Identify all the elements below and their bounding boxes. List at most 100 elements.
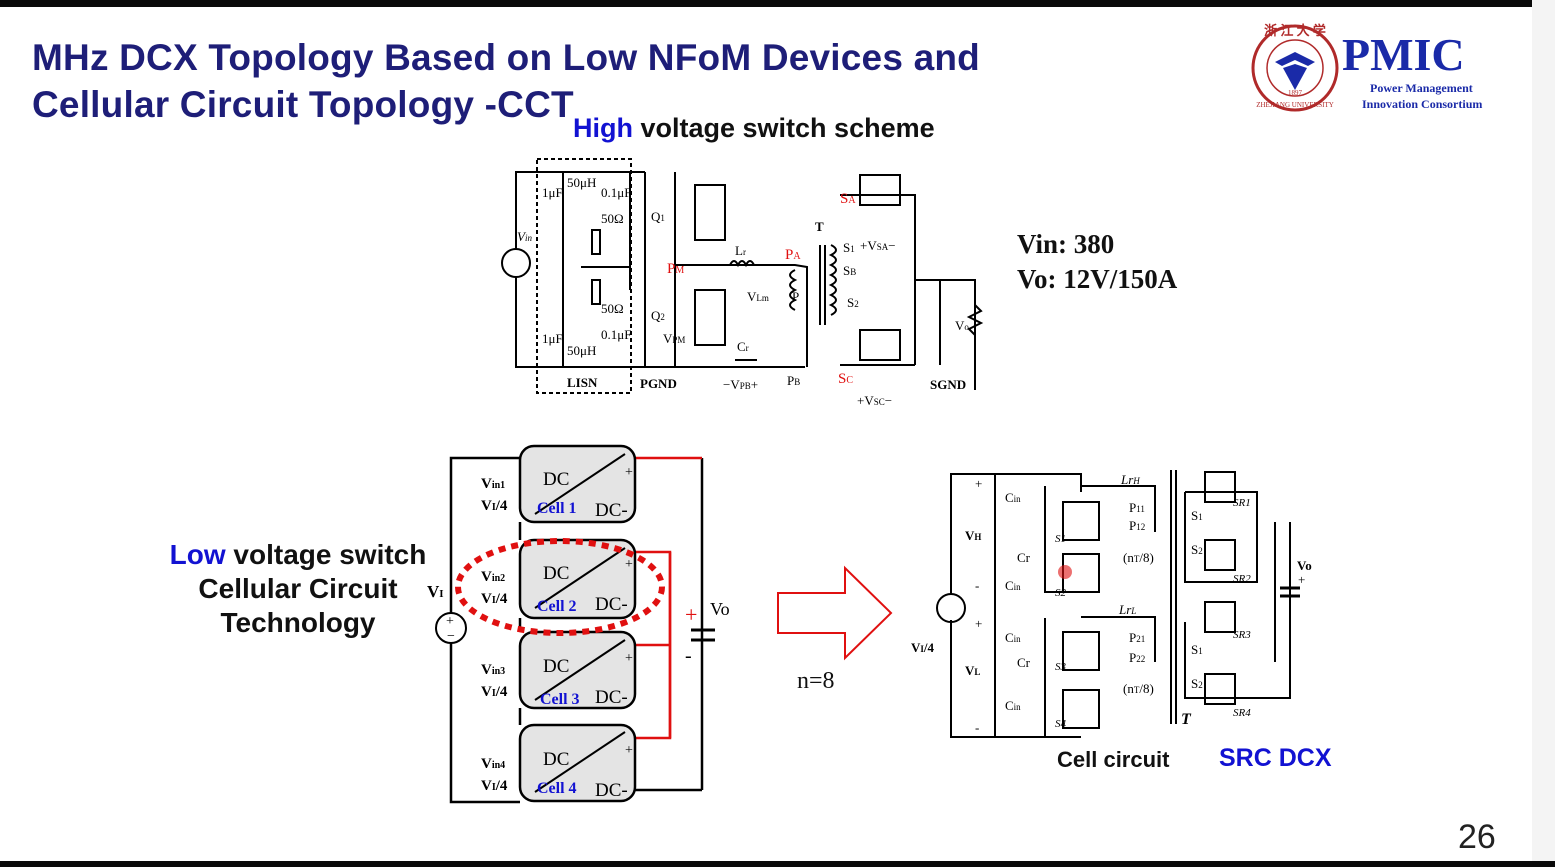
svg-text:Cr: Cr xyxy=(1017,655,1031,670)
svg-text:SA: SA xyxy=(840,191,856,207)
bottom-bar xyxy=(0,861,1555,867)
svg-text:S1: S1 xyxy=(1191,642,1203,657)
svg-text:DC: DC xyxy=(543,563,569,584)
svg-text:VPM: VPM xyxy=(663,331,685,346)
svg-text:Innovation Consortium: Innovation Consortium xyxy=(1362,97,1482,111)
svg-text:50μH: 50μH xyxy=(567,343,596,358)
svg-text:-: - xyxy=(975,720,979,735)
svg-text:S3: S3 xyxy=(1055,661,1067,673)
svg-text:S4: S4 xyxy=(1055,718,1067,730)
high-voltage-heading: High voltage switch scheme xyxy=(573,113,935,143)
svg-text:VI/4: VI/4 xyxy=(911,640,935,655)
svg-text:SR3: SR3 xyxy=(1233,629,1251,641)
svg-text:浙 江 大 学: 浙 江 大 学 xyxy=(1264,23,1326,38)
svg-text:LISN: LISN xyxy=(567,375,598,390)
svg-text:+: + xyxy=(625,743,633,758)
svg-text:50μH: 50μH xyxy=(567,175,596,190)
svg-text:S1: S1 xyxy=(1191,508,1203,523)
svg-text:Lr: Lr xyxy=(735,243,746,258)
svg-text:S1: S1 xyxy=(1055,533,1066,545)
svg-text:S2: S2 xyxy=(1191,542,1203,557)
svg-text:+: + xyxy=(1298,572,1305,587)
svg-text:-: - xyxy=(685,645,692,667)
svg-text:+: + xyxy=(446,614,454,629)
svg-text:S2: S2 xyxy=(1191,676,1203,691)
svg-text:+: + xyxy=(625,465,633,480)
svg-text:LrH: LrH xyxy=(1120,472,1140,487)
svg-text:P12: P12 xyxy=(1129,518,1145,533)
svg-text:Vin4: Vin4 xyxy=(481,756,505,772)
svg-text:Cr: Cr xyxy=(1017,550,1031,565)
svg-text:1μF: 1μF xyxy=(542,185,563,200)
svg-text:+: + xyxy=(685,602,697,627)
svg-text:+VSC−: +VSC− xyxy=(857,393,892,408)
svg-text:50Ω: 50Ω xyxy=(601,211,624,226)
cell-3-label: Cell 3 xyxy=(540,691,580,708)
svg-text:VI/4: VI/4 xyxy=(481,591,508,607)
svg-text:+: + xyxy=(625,557,633,572)
svg-text:−: − xyxy=(447,629,455,644)
svg-text:(nT/8): (nT/8) xyxy=(1123,681,1154,696)
svg-text:PM: PM xyxy=(667,261,684,277)
svg-text:+: + xyxy=(625,651,633,666)
svg-text:SC: SC xyxy=(838,371,853,387)
svg-text:Cin: Cin xyxy=(1005,578,1021,593)
svg-text:PA: PA xyxy=(785,247,801,263)
svg-text:DC: DC xyxy=(543,469,569,490)
svg-text:Cr: Cr xyxy=(737,339,749,354)
svg-text:P21: P21 xyxy=(1129,630,1145,645)
svg-text:DC-: DC- xyxy=(595,780,628,801)
pmic-wordmark: PMIC xyxy=(1342,29,1465,80)
svg-text:LrL: LrL xyxy=(1118,602,1136,617)
svg-text:−VPB+: −VPB+ xyxy=(723,377,758,392)
svg-text:0.1μF: 0.1μF xyxy=(601,327,631,342)
svg-text:PB: PB xyxy=(787,373,800,388)
cell-2-label: Cell 2 xyxy=(537,598,577,615)
svg-text:SR1: SR1 xyxy=(1233,497,1251,509)
src-dcx-label: SRC DCX xyxy=(1219,744,1332,772)
cell-4-label: Cell 4 xyxy=(537,780,577,797)
svg-text:+: + xyxy=(975,476,982,491)
svg-text:VI/4: VI/4 xyxy=(481,498,508,514)
svg-text:50Ω: 50Ω xyxy=(601,301,624,316)
right-arrow-icon xyxy=(777,565,893,661)
svg-text:T: T xyxy=(1181,711,1192,728)
svg-text:SR4: SR4 xyxy=(1233,707,1251,719)
svg-text:Vo: Vo xyxy=(1297,558,1312,573)
svg-text:Vo: Vo xyxy=(955,318,969,333)
vin-spec: Vin: 380 xyxy=(1017,229,1115,259)
svg-text:P11: P11 xyxy=(1129,500,1145,515)
zju-seal-icon: 浙 江 大 学 ZHEJIANG UNIVERSITY 1897 xyxy=(1251,23,1339,112)
title-line-1: MHz DCX Topology Based on Low NFoM Devic… xyxy=(32,37,980,78)
svg-text:SB: SB xyxy=(843,263,856,278)
vo-spec: Vo: 12V/150A xyxy=(1017,264,1178,294)
svg-text:S2: S2 xyxy=(1055,587,1067,599)
pmic-logo: 浙 江 大 学 ZHEJIANG UNIVERSITY 1897 PMIC Po… xyxy=(1251,23,1482,112)
svg-text:P22: P22 xyxy=(1129,650,1145,665)
slide-title: MHz DCX Topology Based on Low NFoM Devic… xyxy=(32,34,980,128)
svg-text:Vo: Vo xyxy=(710,599,730,619)
svg-text:Power Management: Power Management xyxy=(1370,81,1473,95)
low-voltage-heading: Low voltage switch Cellular Circuit Tech… xyxy=(169,539,427,638)
title-line-2: Cellular Circuit Topology -CCT xyxy=(32,84,574,125)
svg-text:0.1μF: 0.1μF xyxy=(601,185,631,200)
svg-text:DC-: DC- xyxy=(595,687,628,708)
svg-text:SGND: SGND xyxy=(930,377,966,392)
svg-text:DC: DC xyxy=(543,656,569,677)
top-bar xyxy=(0,0,1532,7)
svg-text:VH: VH xyxy=(965,528,981,543)
svg-text:SR2: SR2 xyxy=(1233,573,1251,585)
svg-text:Vin1: Vin1 xyxy=(481,476,505,492)
svg-text:PGND: PGND xyxy=(640,376,677,391)
svg-text:ZHEJIANG UNIVERSITY: ZHEJIANG UNIVERSITY xyxy=(1256,101,1334,109)
svg-text:Vin2: Vin2 xyxy=(481,569,505,585)
svg-text:Cin: Cin xyxy=(1005,490,1021,505)
svg-text:S2: S2 xyxy=(847,295,859,310)
svg-text:Vin: Vin xyxy=(517,229,532,244)
cursor-dot-icon xyxy=(1058,565,1072,579)
svg-text:VLm: VLm xyxy=(747,289,769,304)
svg-text:Cin: Cin xyxy=(1005,630,1021,645)
n-ratio-label: n=8 xyxy=(797,668,835,694)
svg-text:VI/4: VI/4 xyxy=(481,778,508,794)
